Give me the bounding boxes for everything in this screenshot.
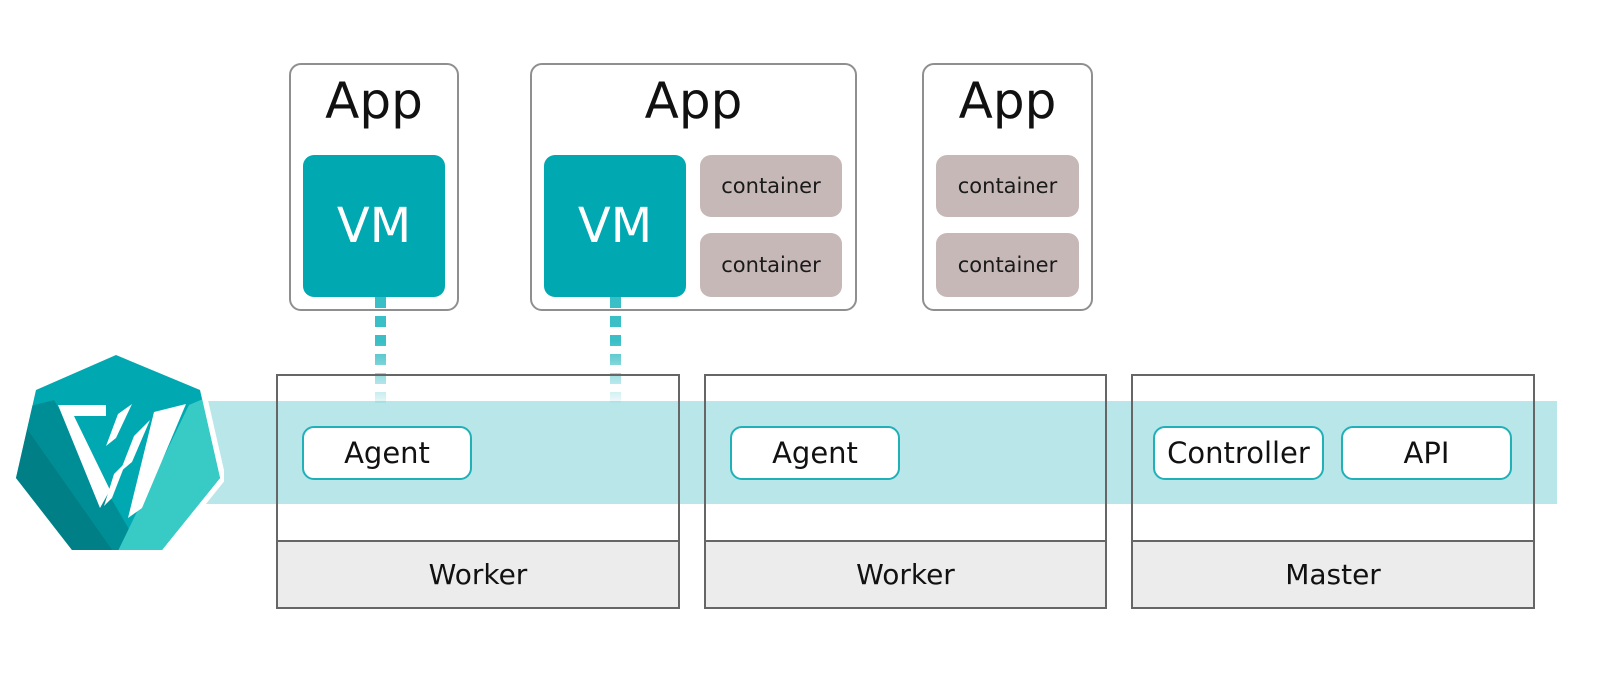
agent-pill: Agent	[730, 426, 900, 480]
agent-pill: Agent	[302, 426, 472, 480]
app-box-1: App VM	[289, 63, 459, 311]
app-box-2: App VM container container	[530, 63, 857, 311]
vm-box: VM	[544, 155, 686, 297]
app-title: App	[644, 72, 743, 130]
kubevirt-logo-icon	[14, 350, 224, 555]
container-box: container	[936, 233, 1079, 297]
node-label: Worker	[706, 540, 1105, 607]
container-box: container	[700, 233, 842, 297]
app-title: App	[958, 72, 1057, 130]
master-node: Controller API Master	[1131, 374, 1535, 609]
node-label: Worker	[278, 540, 678, 607]
container-box: container	[936, 155, 1079, 217]
app-title: App	[325, 72, 423, 130]
controller-pill: Controller	[1153, 426, 1324, 480]
vm-agent-connector	[375, 297, 386, 411]
vm-box: VM	[303, 155, 445, 297]
worker-node-2: Agent Worker	[704, 374, 1107, 609]
container-box: container	[700, 155, 842, 217]
api-pill: API	[1341, 426, 1512, 480]
app-box-3: App container container	[922, 63, 1093, 311]
node-label: Master	[1133, 540, 1533, 607]
worker-node-1: Agent Worker	[276, 374, 680, 609]
vm-agent-connector	[610, 297, 621, 407]
